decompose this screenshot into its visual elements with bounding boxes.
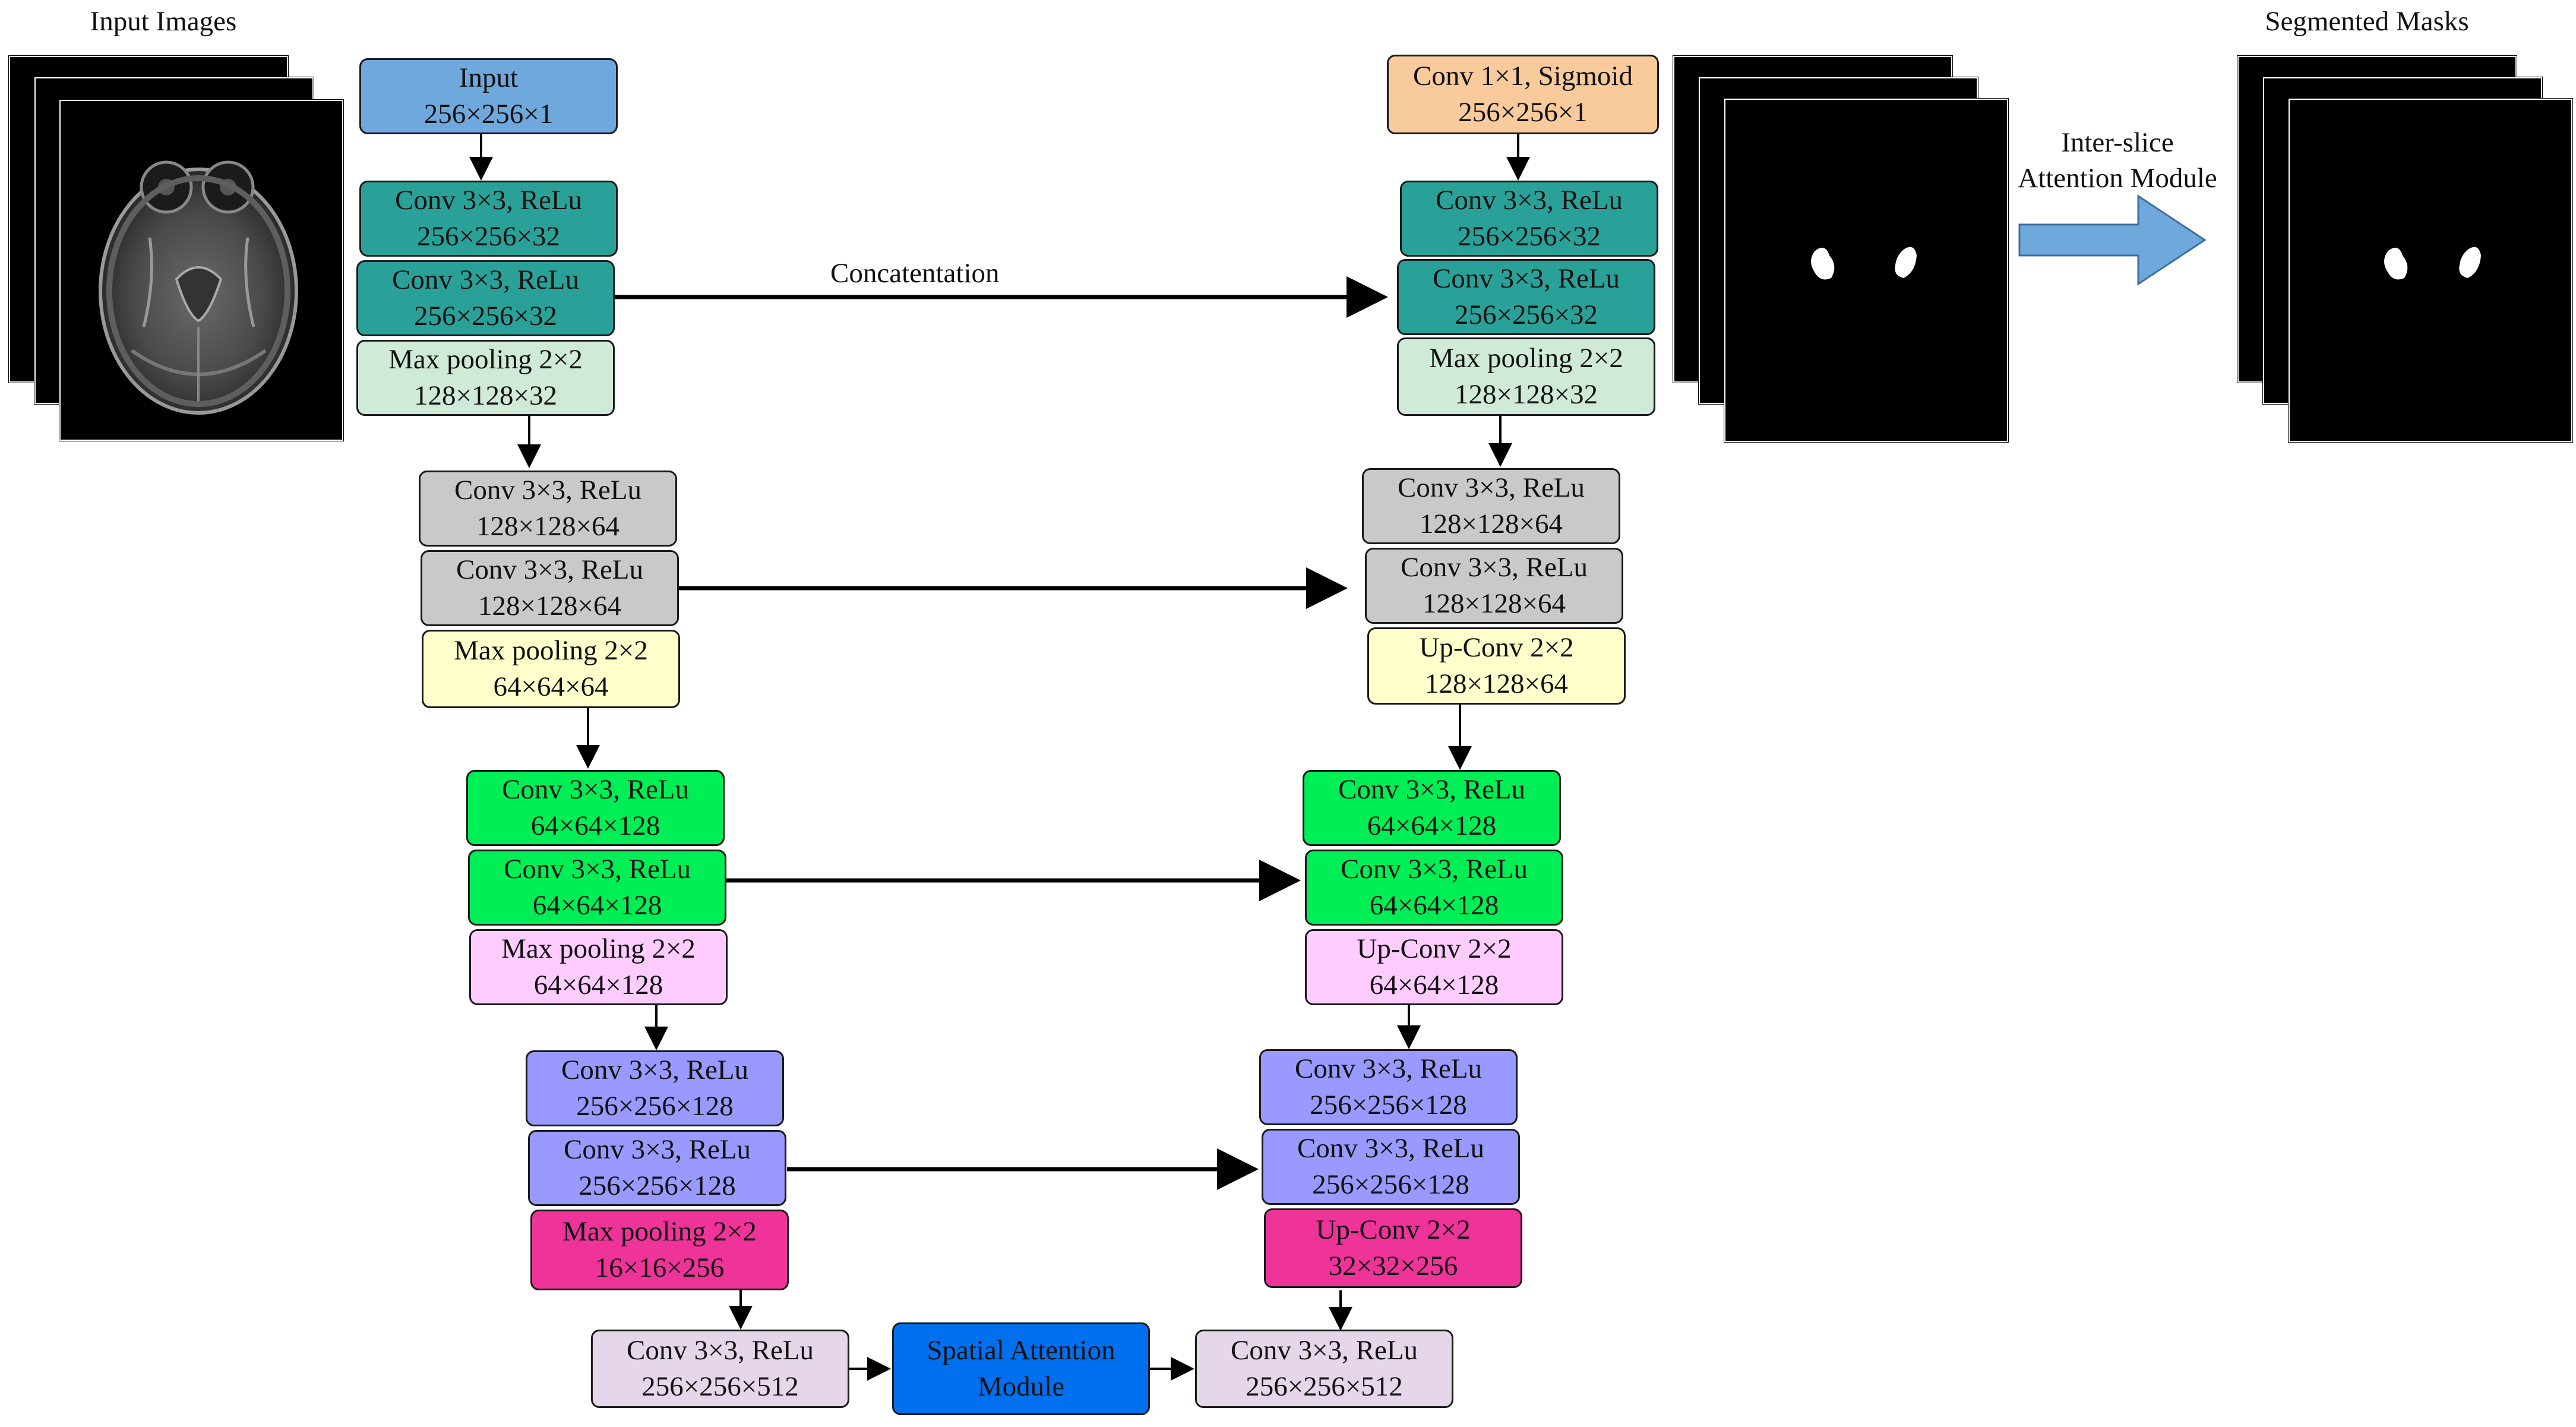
bottleneck-conv-left-title: Conv 3×3, ReLu	[626, 1335, 814, 1366]
encoder-l4-conv-b-title: Conv 3×3, ReLu	[563, 1134, 751, 1165]
decoder-l3-conv-a: Conv 3×3, ReLu 64×64×128	[1303, 770, 1561, 846]
decoder-l3-conv-b: Conv 3×3, ReLu 64×64×128	[1305, 850, 1563, 926]
encoder-l3-conv-b-shape: 64×64×128	[532, 890, 662, 921]
decoder-l2-conv-b-shape: 128×128×64	[1422, 588, 1566, 619]
decoder-l4-conv-a-shape: 256×256×128	[1310, 1090, 1467, 1120]
input-block: Input 256×256×1	[359, 58, 618, 134]
encoder-l2-conv-a-title: Conv 3×3, ReLu	[454, 475, 642, 506]
encoder-l2-conv-a-shape: 128×128×64	[476, 511, 619, 542]
decoder-l1-conv-a-title: Conv 3×3, ReLu	[1435, 185, 1623, 216]
predicted-mask-image	[1724, 98, 2009, 443]
encoder-l4-conv-b-shape: 256×256×128	[579, 1170, 736, 1201]
inter-slice-label-line1: Inter-slice	[2061, 127, 2174, 158]
encoder-l3-pool: Max pooling 2×2 64×64×128	[469, 929, 728, 1005]
encoder-l3-conv-a: Conv 3×3, ReLu 64×64×128	[466, 770, 725, 846]
segmented-masks-caption: Segmented Masks	[2265, 6, 2469, 37]
decoder-l2-conv-b: Conv 3×3, ReLu 128×128×64	[1365, 548, 1623, 624]
decoder-l2-upconv: Up-Conv 2×2 128×128×64	[1367, 627, 1626, 705]
decoder-l4-conv-a: Conv 3×3, ReLu 256×256×128	[1259, 1049, 1518, 1125]
decoder-l3-conv-a-shape: 64×64×128	[1367, 810, 1497, 841]
bottleneck-conv-right: Conv 3×3, ReLu 256×256×512	[1195, 1330, 1453, 1408]
encoder-l4-pool: Max pooling 2×2 16×16×256	[530, 1210, 789, 1290]
encoder-l2-conv-b-shape: 128×128×64	[478, 591, 621, 621]
decoder-l2-upconv-shape: 128×128×64	[1424, 668, 1568, 699]
encoder-l4-conv-a: Conv 3×3, ReLu 256×256×128	[526, 1050, 784, 1126]
decoder-l4-upconv: Up-Conv 2×2 32×32×256	[1264, 1208, 1522, 1288]
output-sigmoid-title: Conv 1×1, Sigmoid	[1413, 61, 1633, 91]
decoder-l4-conv-b-shape: 256×256×128	[1312, 1169, 1469, 1200]
encoder-l2-pool: Max pooling 2×2 64×64×64	[422, 630, 680, 708]
decoder-l1-pool-title: Max pooling 2×2	[1429, 343, 1623, 374]
brain-mri-image	[59, 99, 344, 441]
encoder-l3-conv-a-shape: 64×64×128	[530, 810, 660, 841]
encoder-l1-conv-b-title: Conv 3×3, ReLu	[391, 264, 580, 295]
decoder-l4-upconv-shape: 32×32×256	[1328, 1251, 1458, 1281]
encoder-l2-pool-shape: 64×64×64	[493, 671, 609, 702]
decoder-l2-conv-a-title: Conv 3×3, ReLu	[1397, 472, 1585, 503]
encoder-l4-conv-a-shape: 256×256×128	[576, 1091, 734, 1122]
decoder-l3-conv-b-title: Conv 3×3, ReLu	[1340, 854, 1528, 885]
decoder-l3-upconv-title: Up-Conv 2×2	[1357, 933, 1512, 964]
decoder-l1-conv-b-title: Conv 3×3, ReLu	[1432, 263, 1620, 294]
decoder-l1-conv-b: Conv 3×3, ReLu 256×256×32	[1397, 259, 1655, 335]
input-block-shape: 256×256×1	[423, 99, 554, 130]
encoder-l4-conv-b: Conv 3×3, ReLu 256×256×128	[528, 1130, 786, 1206]
bottleneck-conv-left: Conv 3×3, ReLu 256×256×512	[591, 1330, 849, 1408]
decoder-l1-conv-a-shape: 256×256×32	[1457, 221, 1601, 252]
encoder-l2-conv-b: Conv 3×3, ReLu 128×128×64	[421, 550, 679, 626]
input-images-caption: Input Images	[90, 6, 237, 37]
output-sigmoid-block: Conv 1×1, Sigmoid 256×256×1	[1387, 55, 1659, 134]
encoder-l3-conv-b-title: Conv 3×3, ReLu	[503, 854, 691, 885]
inter-slice-label-line2: Attention Module	[2018, 163, 2217, 194]
encoder-l1-conv-a-title: Conv 3×3, ReLu	[394, 185, 583, 216]
encoder-l2-conv-a: Conv 3×3, ReLu 128×128×64	[419, 471, 677, 547]
encoder-l1-conv-b: Conv 3×3, ReLu 256×256×32	[356, 260, 615, 336]
segmented-mask-image	[2288, 98, 2573, 443]
decoder-l2-conv-a: Conv 3×3, ReLu 128×128×64	[1362, 468, 1620, 544]
encoder-l1-pool-title: Max pooling 2×2	[388, 344, 583, 375]
decoder-l2-upconv-title: Up-Conv 2×2	[1419, 632, 1574, 663]
encoder-l1-conv-a-shape: 256×256×32	[416, 221, 560, 252]
decoder-l3-upconv-shape: 64×64×128	[1369, 970, 1499, 1000]
decoder-l4-conv-b-title: Conv 3×3, ReLu	[1297, 1133, 1485, 1164]
decoder-l4-upconv-title: Up-Conv 2×2	[1316, 1214, 1471, 1245]
spatial-attention-title: Spatial Attention	[927, 1335, 1115, 1366]
encoder-l1-conv-a: Conv 3×3, ReLu 256×256×32	[359, 181, 618, 257]
encoder-l3-conv-b: Conv 3×3, ReLu 64×64×128	[468, 850, 726, 926]
decoder-l2-conv-b-title: Conv 3×3, ReLu	[1400, 552, 1588, 583]
decoder-l4-conv-b: Conv 3×3, ReLu 256×256×128	[1262, 1129, 1520, 1205]
decoder-l1-conv-b-shape: 256×256×32	[1454, 299, 1598, 330]
decoder-l1-pool: Max pooling 2×2 128×128×32	[1397, 337, 1655, 416]
output-sigmoid-shape: 256×256×1	[1458, 97, 1588, 128]
decoder-l3-upconv: Up-Conv 2×2 64×64×128	[1305, 929, 1563, 1005]
decoder-l3-conv-b-shape: 64×64×128	[1369, 890, 1499, 921]
spatial-attention-module: Spatial Attention Module	[892, 1322, 1150, 1415]
decoder-l4-conv-a-title: Conv 3×3, ReLu	[1294, 1053, 1483, 1084]
spatial-attention-subtitle: Module	[977, 1371, 1065, 1402]
inter-slice-arrow-icon	[2018, 194, 2207, 286]
encoder-l3-pool-shape: 64×64×128	[533, 970, 663, 1000]
encoder-l4-conv-a-title: Conv 3×3, ReLu	[561, 1055, 749, 1085]
input-block-title: Input	[459, 62, 519, 93]
decoder-l2-conv-a-shape: 128×128×64	[1419, 509, 1563, 539]
encoder-l3-conv-a-title: Conv 3×3, ReLu	[501, 774, 690, 805]
encoder-l1-pool-shape: 128×128×32	[413, 380, 557, 411]
bottleneck-conv-right-shape: 256×256×512	[1246, 1371, 1403, 1402]
bottleneck-conv-left-shape: 256×256×512	[641, 1371, 799, 1402]
encoder-l1-conv-b-shape: 256×256×32	[413, 301, 557, 332]
encoder-l1-pool: Max pooling 2×2 128×128×32	[356, 340, 615, 416]
encoder-l4-pool-title: Max pooling 2×2	[562, 1216, 757, 1247]
decoder-l1-conv-a: Conv 3×3, ReLu 256×256×32	[1400, 181, 1658, 257]
inter-slice-label: Inter-slice Attention Module	[1993, 125, 2242, 196]
encoder-l2-conv-b-title: Conv 3×3, ReLu	[456, 554, 644, 585]
decoder-l3-conv-a-title: Conv 3×3, ReLu	[1338, 774, 1526, 805]
decoder-l1-pool-shape: 128×128×32	[1454, 379, 1598, 410]
concatenation-label: Concatentation	[830, 258, 1000, 289]
encoder-l3-pool-title: Max pooling 2×2	[501, 933, 696, 964]
bottleneck-conv-right-title: Conv 3×3, ReLu	[1230, 1335, 1418, 1366]
encoder-l2-pool-title: Max pooling 2×2	[454, 635, 648, 666]
encoder-l4-pool-shape: 16×16×256	[595, 1252, 725, 1283]
